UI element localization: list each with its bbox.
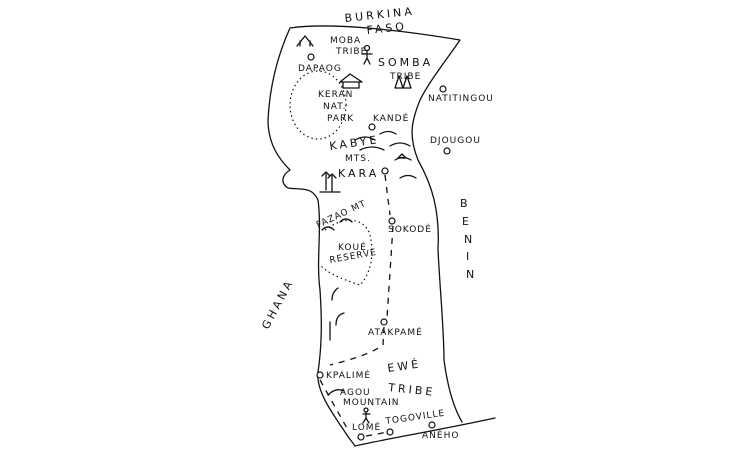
city-marker	[381, 167, 389, 175]
label-ewe-1: EWÉ	[387, 357, 422, 375]
kabye-mountains-icon	[354, 130, 417, 179]
palm-trees-icon	[319, 171, 341, 193]
city-marker	[428, 421, 436, 429]
label-benin-i: I	[466, 250, 472, 263]
label-kande: KANDÉ	[373, 112, 409, 124]
label-aneho: ANÉHO	[422, 429, 459, 441]
label-keran-2: NAT.	[323, 102, 346, 112]
house-icon	[339, 73, 363, 89]
city-marker	[386, 428, 394, 436]
label-somba-1: SOMBA	[378, 56, 433, 69]
togo-border	[267, 25, 496, 447]
city-marker	[357, 433, 365, 441]
market-icon	[397, 153, 407, 159]
label-djougou: DJOUGOU	[430, 136, 481, 146]
label-keran-3: PARK	[327, 114, 354, 124]
city-marker	[368, 123, 376, 131]
city-marker	[388, 217, 396, 225]
label-togoville: TOGOVILLE	[384, 409, 446, 427]
label-sokode: SOKODÉ	[388, 223, 432, 235]
city-marker	[316, 371, 324, 379]
label-moba-2: TRIBE	[335, 47, 367, 57]
city-marker	[307, 53, 315, 61]
label-fazao: FAZAO MT	[315, 199, 368, 231]
label-benin-n2: N	[466, 268, 477, 281]
label-ewe-2: TRIBE	[387, 381, 436, 399]
label-keran-1: KERAN	[318, 90, 353, 100]
label-koue-1: KOUÉ	[338, 241, 367, 253]
label-agou-2: MOUNTAIN	[343, 398, 400, 408]
route-line	[319, 174, 394, 437]
tata-house-icon	[394, 75, 412, 89]
city-marker	[439, 85, 447, 93]
hut-icon	[296, 35, 314, 47]
person-icon	[361, 44, 373, 65]
label-benin-e: E	[462, 215, 472, 228]
city-marker	[443, 147, 451, 155]
label-ghana: GHANA	[259, 277, 296, 332]
label-lome: LOMÉ	[352, 421, 381, 433]
hiker-icon	[362, 407, 371, 424]
city-marker	[380, 318, 388, 326]
label-kabye-1: KABYE	[329, 133, 380, 153]
label-atakpame: ATAKPAMÉ	[368, 326, 423, 338]
agou-mountain-icon	[327, 389, 345, 396]
label-natitingou: NATITINGOU	[428, 94, 494, 104]
keran-park-boundary	[289, 70, 347, 140]
label-dapaog: DAPAOG	[298, 64, 342, 74]
label-kpalime: KPALIMÉ	[326, 369, 371, 381]
label-benin-n: N	[464, 233, 475, 246]
label-benin-b: B	[460, 197, 471, 210]
label-kabye-2: MTS.	[345, 154, 371, 164]
label-agou-1: AGOU	[340, 388, 371, 398]
label-faso: FASO	[366, 20, 408, 37]
label-somba-2: TRIBE	[389, 72, 421, 82]
fazao-mountains-icon	[321, 218, 353, 341]
label-kara: KARA	[338, 167, 379, 180]
label-moba-1: MOBA	[330, 36, 361, 46]
